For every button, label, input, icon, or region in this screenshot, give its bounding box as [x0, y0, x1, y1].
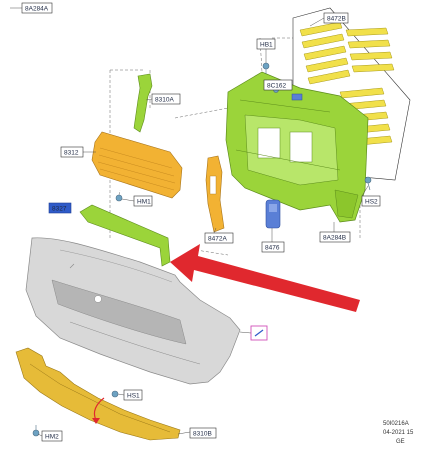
clip-hb1-icon [262, 62, 270, 74]
label-8472a[interactable]: 8472A [204, 232, 234, 244]
svg-text:8472B: 8472B [327, 16, 346, 23]
clip-hs2-icon [364, 176, 372, 191]
lower-shield-8310b[interactable] [15, 347, 181, 441]
red-arrow [170, 244, 360, 312]
sensor-8476[interactable] [265, 199, 281, 229]
front-bumper-cover[interactable] [25, 237, 241, 385]
lower-bracket[interactable] [79, 204, 171, 267]
svg-text:HS1: HS1 [127, 393, 140, 400]
svg-text:8310B: 8310B [193, 431, 212, 438]
label-8310b[interactable]: 8310B [189, 427, 217, 439]
label-hb1[interactable]: HB1 [256, 38, 276, 50]
magenta-callout[interactable] [239, 325, 268, 341]
leader-lines [10, 7, 369, 437]
label-hm2[interactable]: HM2 [41, 430, 63, 442]
label-hs1[interactable]: HS1 [123, 389, 143, 401]
side-duct-8472a[interactable] [205, 155, 225, 233]
svg-text:8A284A: 8A284A [25, 6, 49, 13]
label-blue-bracket[interactable]: 8327 [48, 202, 72, 214]
footer-line-2: 04-2021 15 [383, 430, 414, 436]
small-sensor-8c162[interactable] [291, 93, 303, 101]
svg-text:HB1: HB1 [260, 42, 273, 49]
label-8c162[interactable]: 8C162 [263, 79, 293, 91]
label-8472b[interactable]: 8472B [323, 12, 349, 24]
clip-hm1-icon [115, 194, 123, 202]
part-labels: 8A284A 8472B HB1 8310A 8C162 8312 HM1 8 [21, 2, 381, 442]
svg-text:8A284B: 8A284B [323, 235, 346, 242]
radiator-support-8a284b[interactable] [225, 71, 369, 223]
svg-text:8312: 8312 [64, 150, 79, 157]
label-top-left[interactable]: 8A284A [21, 2, 53, 14]
label-8476[interactable]: 8476 [261, 241, 285, 253]
active-shutter-8312[interactable] [91, 131, 183, 199]
air-duct-8310a[interactable] [133, 73, 153, 133]
label-8a284b[interactable]: 8A284B [319, 231, 351, 243]
svg-text:HS2: HS2 [365, 199, 378, 206]
label-hs2[interactable]: HS2 [361, 195, 381, 207]
label-8310a[interactable]: 8310A [151, 93, 181, 105]
svg-text:8310A: 8310A [155, 97, 174, 104]
footer-line-3: GE [396, 439, 405, 445]
svg-text:8476: 8476 [265, 245, 280, 252]
clip-hm2-icon [32, 425, 40, 437]
clip-icons [32, 62, 372, 437]
clip-hs1-icon [111, 390, 119, 398]
svg-text:8472A: 8472A [208, 236, 227, 243]
svg-text:HM1: HM1 [137, 199, 151, 206]
label-8312[interactable]: 8312 [60, 146, 84, 158]
svg-text:HM2: HM2 [45, 434, 59, 441]
diagram-footer: 50I0216A 04-2021 15 GE [383, 421, 414, 445]
footer-line-1: 50I0216A [383, 421, 409, 427]
svg-text:8C162: 8C162 [267, 83, 287, 90]
label-hm1[interactable]: HM1 [133, 195, 153, 207]
svg-text:8327: 8327 [52, 206, 67, 213]
